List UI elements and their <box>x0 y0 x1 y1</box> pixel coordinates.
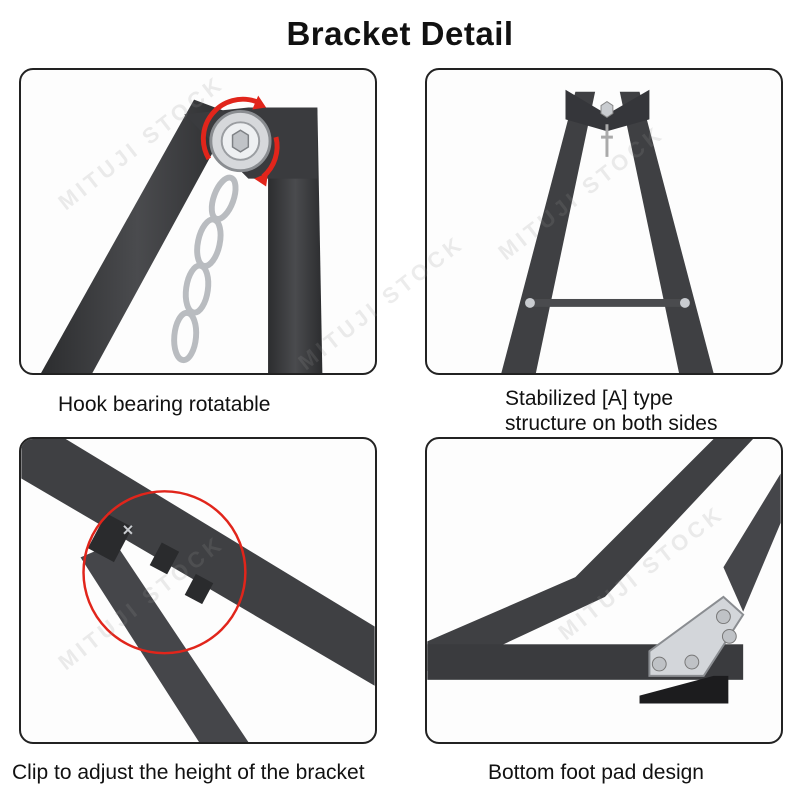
caption-hook-bearing: Hook bearing rotatable <box>58 393 271 416</box>
cross-bar <box>526 298 689 307</box>
plate-bolt <box>651 656 667 672</box>
plate-bolt <box>721 628 737 644</box>
plate-bolt <box>684 654 700 670</box>
curved-tube <box>427 439 754 671</box>
caption-foot-pad: Bottom foot pad design <box>488 761 704 784</box>
left-leg-tube <box>41 99 234 373</box>
panel-a-frame <box>425 68 783 375</box>
panel-height-clip <box>19 437 377 744</box>
foot-pad-illustration <box>427 439 781 704</box>
upper-tube <box>21 439 375 686</box>
bolt-left <box>525 297 535 308</box>
bearing-nut <box>231 129 250 153</box>
clip-hole <box>184 573 214 605</box>
panel-foot-pad <box>425 437 783 744</box>
a-frame-top-joint <box>565 89 650 132</box>
rotate-arrow-left <box>200 96 258 161</box>
a-frame-right-leg <box>619 91 714 373</box>
hook-bearing-illustration <box>41 95 323 373</box>
rear-tube <box>723 473 781 612</box>
a-frame-left-leg <box>501 91 596 373</box>
clip-hole <box>149 542 180 575</box>
clip-bracket <box>87 513 133 563</box>
top-bolt <box>600 100 614 118</box>
caption-height-clip: Clip to adjust the height of the bracket <box>12 761 365 784</box>
height-clip-illustration <box>21 439 375 742</box>
highlight-circle <box>82 490 247 655</box>
chain <box>171 174 239 364</box>
panel-hook-bearing <box>19 68 377 375</box>
hook-pin <box>601 124 613 157</box>
a-frame-illustration <box>501 89 714 373</box>
screw-icon <box>123 525 133 535</box>
bolt-right <box>679 297 690 308</box>
plate-bolt <box>716 609 731 625</box>
caption-a-frame: Stabilized [A] type structure on both si… <box>505 386 717 436</box>
caption-a-frame-line1: Stabilized [A] type <box>505 387 674 410</box>
page-title: Bracket Detail <box>286 15 514 52</box>
arrow-head-icon <box>252 95 267 110</box>
arrow-head-icon <box>254 172 269 187</box>
caption-a-frame-line2: structure on both sides <box>505 412 718 435</box>
lower-tube <box>80 542 249 742</box>
foot-pad <box>639 675 729 704</box>
